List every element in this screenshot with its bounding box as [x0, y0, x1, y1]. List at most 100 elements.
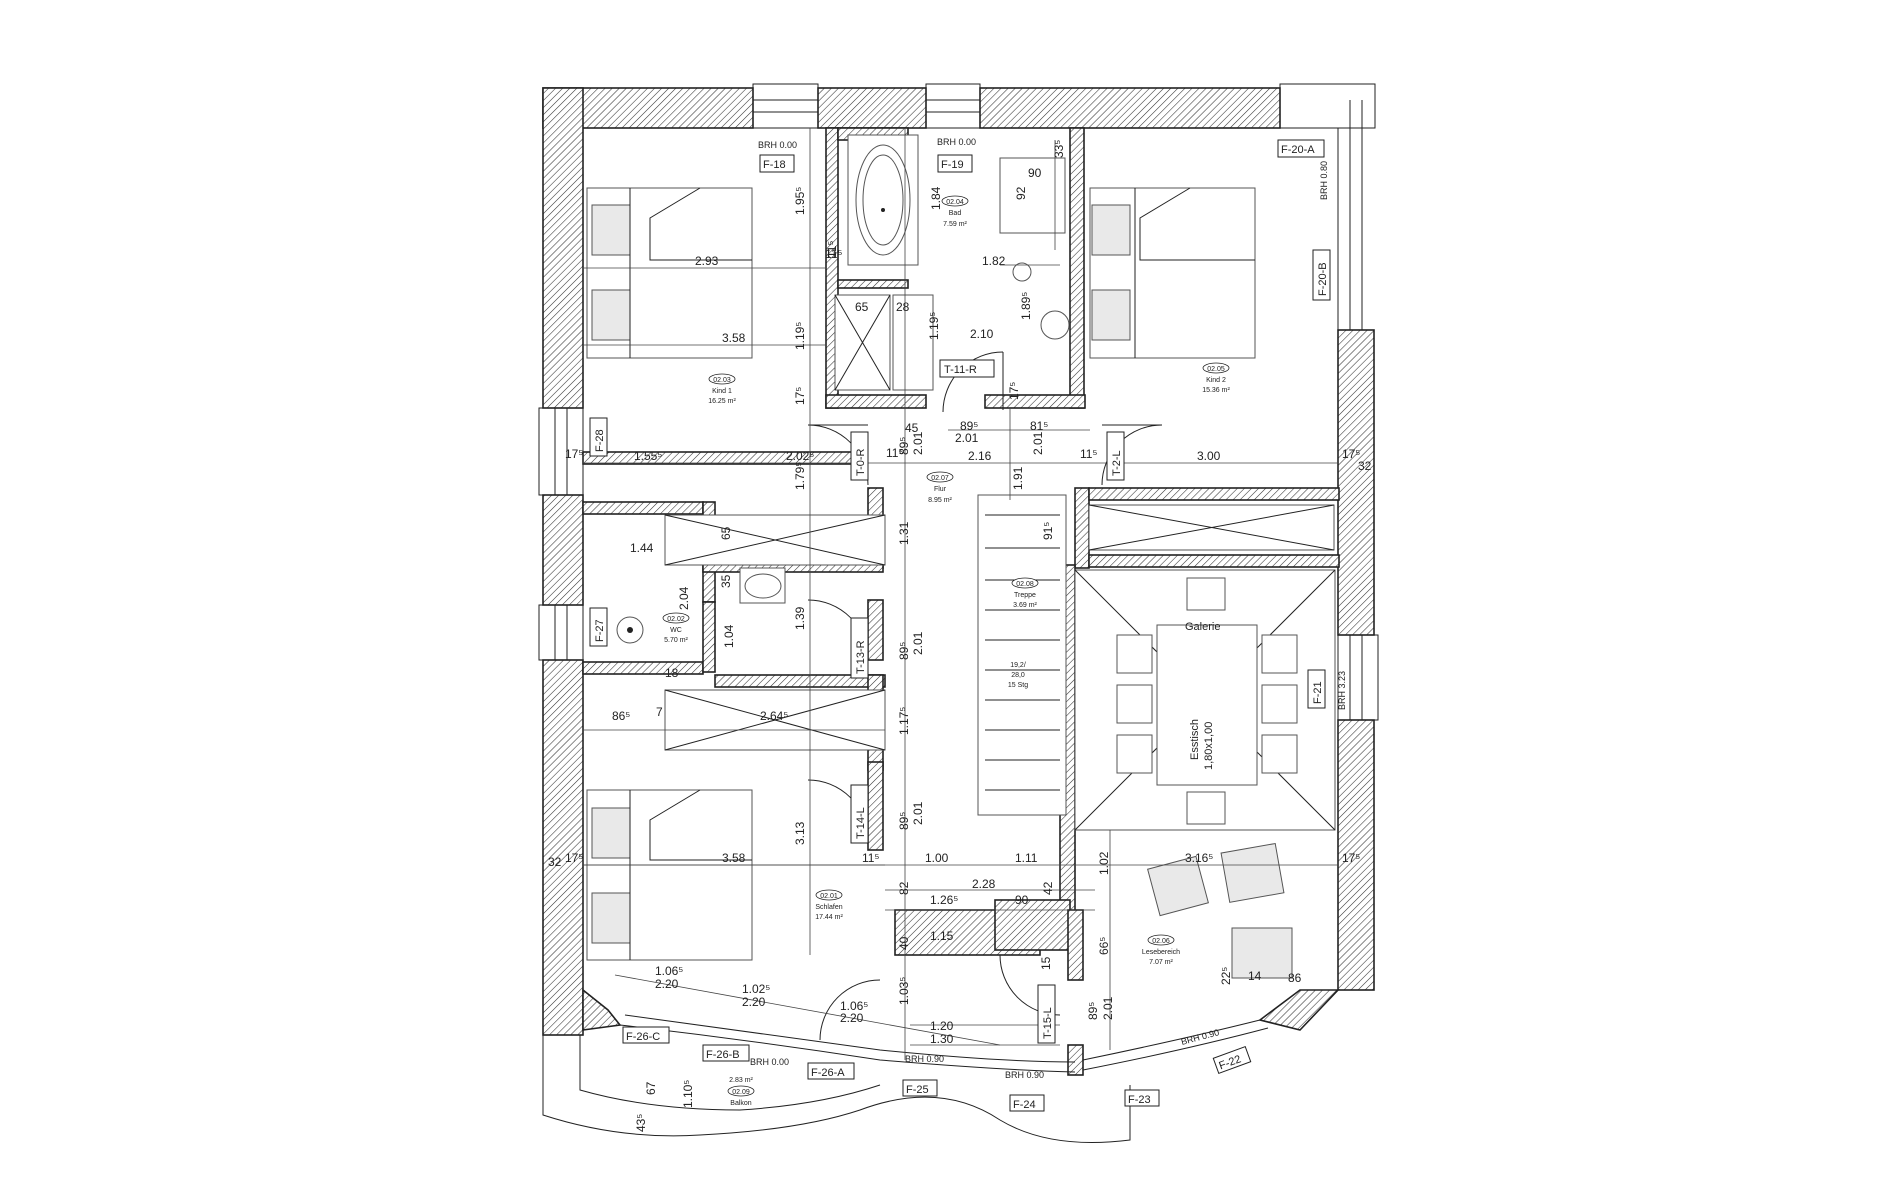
svg-text:65: 65: [719, 526, 733, 540]
svg-text:86⁵: 86⁵: [612, 709, 630, 723]
esstisch-size-label: 1,80x1,00: [1203, 722, 1215, 770]
svg-text:02.07: 02.07: [931, 475, 949, 482]
svg-text:17⁵: 17⁵: [1342, 447, 1360, 461]
svg-text:1.15: 1.15: [930, 929, 954, 943]
tag-f19: F-19: [941, 159, 964, 171]
svg-text:35: 35: [719, 574, 733, 588]
svg-text:28,0: 28,0: [1011, 672, 1025, 679]
svg-text:3.16⁵: 3.16⁵: [1185, 851, 1213, 865]
svg-text:Flur: Flur: [934, 486, 947, 493]
svg-text:1.02⁵: 1.02⁵: [742, 982, 770, 996]
svg-text:2.01: 2.01: [911, 801, 925, 825]
room-wc: 02.02 WC 5.70 m²: [662, 612, 690, 644]
svg-text:02.06: 02.06: [1152, 938, 1170, 945]
tag-f20b: F-20-B: [1317, 262, 1329, 296]
tag-t2l: T-2-L: [1111, 450, 1123, 476]
svg-text:2.01: 2.01: [911, 431, 925, 455]
tag-f21: F-21: [1312, 681, 1324, 704]
svg-text:3.00: 3.00: [1197, 449, 1221, 463]
svg-text:32: 32: [548, 855, 562, 869]
svg-text:1.19⁵: 1.19⁵: [927, 312, 941, 340]
svg-text:2.02⁵: 2.02⁵: [786, 449, 814, 463]
room-lesebereich: 02.06 Lesebereich 7.07 m²: [1142, 934, 1180, 966]
svg-text:3.58: 3.58: [722, 331, 746, 345]
svg-text:2.16: 2.16: [968, 449, 992, 463]
svg-text:3.58: 3.58: [722, 851, 746, 865]
svg-text:42: 42: [1041, 881, 1055, 895]
svg-text:Schlafen: Schlafen: [815, 904, 842, 911]
svg-text:15 Stg: 15 Stg: [1008, 682, 1028, 689]
tag-f26b: F-26-B: [706, 1049, 740, 1061]
svg-text:Kind 2: Kind 2: [1206, 377, 1226, 384]
svg-text:1.00: 1.00: [925, 851, 949, 865]
brh-f25: BRH 0.90: [905, 1054, 944, 1064]
brh-f19: BRH 0.00: [937, 137, 976, 147]
room-labels: 02.03 Kind 1 16.25 m² 02.04 Bad 7.59 m² …: [662, 195, 1230, 1107]
room-kind2: 02.05 Kind 2 15.36 m²: [1202, 362, 1230, 394]
svg-text:15: 15: [1039, 956, 1053, 970]
room-bad: 02.04 Bad 7.59 m²: [941, 195, 969, 228]
svg-text:15.36 m²: 15.36 m²: [1202, 387, 1230, 394]
svg-text:33⁵: 33⁵: [1052, 140, 1066, 158]
galerie-label: Galerie: [1185, 621, 1220, 633]
svg-text:1.55⁵: 1.55⁵: [634, 449, 662, 463]
svg-text:11⁵: 11⁵: [825, 241, 839, 258]
svg-text:1.79⁵: 1.79⁵: [793, 462, 807, 490]
svg-text:65: 65: [855, 300, 869, 314]
svg-text:91⁵: 91⁵: [1041, 522, 1055, 540]
svg-text:1.10⁵: 1.10⁵: [681, 1080, 695, 1108]
svg-text:2.01: 2.01: [1101, 996, 1115, 1020]
svg-text:17⁵: 17⁵: [793, 387, 807, 405]
brh-f26b: BRH 0.00: [750, 1057, 789, 1067]
svg-text:11⁵: 11⁵: [886, 446, 903, 460]
svg-text:82: 82: [897, 881, 911, 895]
brh-f21: BRH 3.23: [1337, 671, 1347, 710]
svg-text:17⁵: 17⁵: [565, 851, 583, 865]
svg-text:2.10: 2.10: [970, 327, 994, 341]
svg-text:1.89⁵: 1.89⁵: [1019, 292, 1033, 320]
svg-text:89⁵: 89⁵: [897, 812, 911, 830]
svg-text:1.02: 1.02: [1097, 851, 1111, 875]
svg-text:2.20: 2.20: [655, 977, 679, 991]
svg-text:17⁵: 17⁵: [1342, 851, 1360, 865]
svg-text:11⁵: 11⁵: [862, 851, 879, 865]
svg-text:1.19⁵: 1.19⁵: [793, 322, 807, 350]
svg-text:7: 7: [656, 705, 663, 719]
tag-f20a: F-20-A: [1281, 144, 1315, 156]
svg-text:3.13: 3.13: [793, 821, 807, 845]
svg-text:Lesebereich: Lesebereich: [1142, 949, 1180, 956]
svg-text:Treppe: Treppe: [1014, 592, 1036, 599]
svg-text:1.91: 1.91: [1011, 466, 1025, 490]
svg-text:02.03: 02.03: [713, 377, 731, 384]
svg-text:45: 45: [905, 421, 919, 435]
svg-text:16.25 m²: 16.25 m²: [708, 398, 736, 405]
tag-f23: F-23: [1128, 1094, 1151, 1106]
svg-text:2.93: 2.93: [695, 254, 719, 268]
svg-text:1.03⁵: 1.03⁵: [897, 977, 911, 1005]
svg-text:02.02: 02.02: [667, 616, 685, 623]
dimension-labels: 2.93 3.58 1.82 65 2.10 89⁵ 2.01 81⁵ 45 1…: [548, 140, 1372, 1132]
svg-text:2.28: 2.28: [972, 877, 996, 891]
svg-text:1.06⁵: 1.06⁵: [840, 999, 868, 1013]
svg-text:17.44 m²: 17.44 m²: [815, 914, 843, 921]
furniture: [586, 134, 1336, 979]
svg-text:43⁵: 43⁵: [634, 1114, 648, 1132]
svg-text:2.83 m²: 2.83 m²: [729, 1077, 753, 1084]
svg-text:1.20: 1.20: [930, 1019, 954, 1033]
svg-text:67: 67: [644, 1081, 658, 1095]
svg-text:Bad: Bad: [949, 210, 962, 217]
tag-f24: F-24: [1013, 1099, 1036, 1111]
svg-text:1.17⁵: 1.17⁵: [897, 707, 911, 735]
svg-text:18: 18: [665, 666, 679, 680]
tag-t14l: T-14-L: [855, 807, 867, 839]
tag-t15l: T-15-L: [1042, 1007, 1054, 1039]
svg-text:86: 86: [1288, 971, 1302, 985]
svg-text:7.59 m²: 7.59 m²: [943, 221, 967, 228]
svg-text:3.69 m²: 3.69 m²: [1013, 602, 1037, 609]
svg-text:66⁵: 66⁵: [1097, 937, 1111, 955]
svg-text:2.01: 2.01: [911, 631, 925, 655]
svg-text:81⁵: 81⁵: [1030, 419, 1048, 433]
svg-text:89⁵: 89⁵: [897, 437, 911, 455]
room-kind1: 02.03 Kind 1 16.25 m²: [708, 373, 736, 405]
